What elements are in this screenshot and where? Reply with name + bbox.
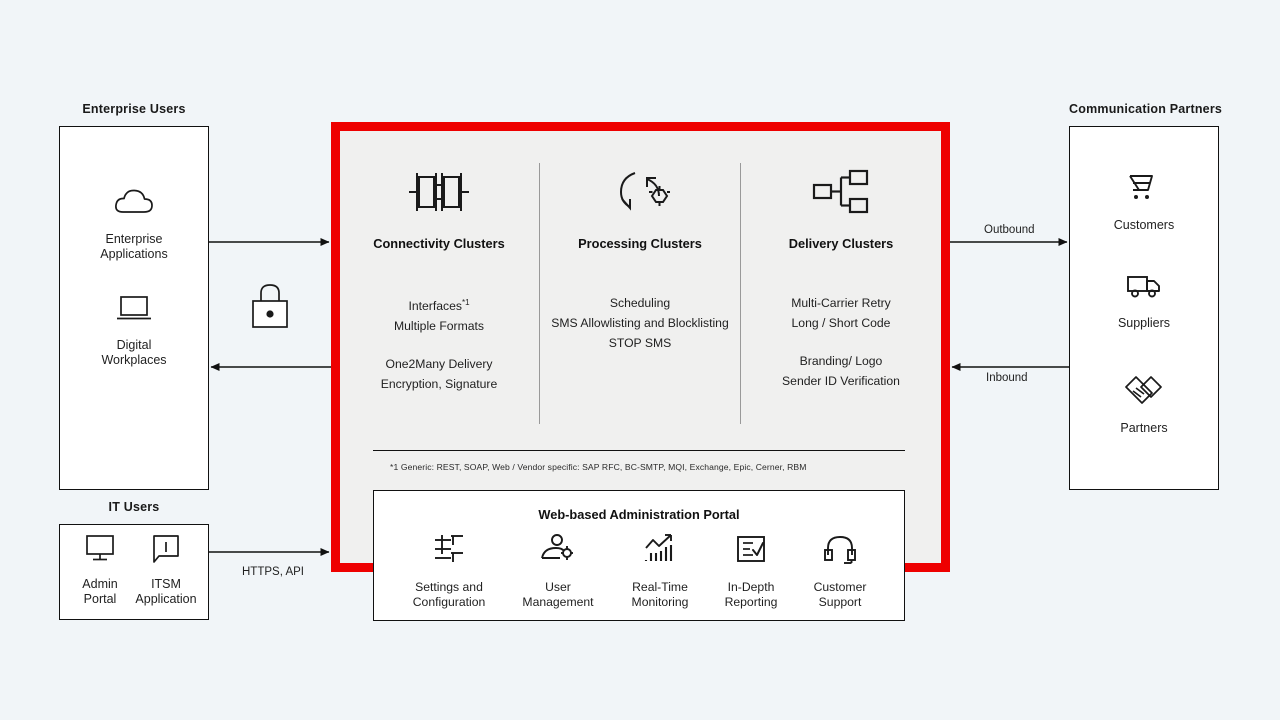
headset-icon xyxy=(785,531,895,572)
entity-label: Partners xyxy=(1120,421,1168,435)
cluster-separator-2 xyxy=(740,163,741,424)
entity-label: Digital Workplaces xyxy=(101,338,167,367)
entity-enterprise-applications: Enterprise Applications xyxy=(69,186,199,262)
portal-item-label: Customer Support xyxy=(813,580,867,609)
cluster-line: STOP SMS xyxy=(608,336,672,350)
portal-item-label: Settings and Configuration xyxy=(412,580,486,609)
entity-admin-portal: Admin Portal xyxy=(35,533,165,607)
cluster-line: SMS Allowlisting and Blocklisting xyxy=(551,316,729,330)
cluster-delivery: Delivery Clusters Multi-Carrier Retry Lo… xyxy=(741,165,941,391)
portal-item-user-management[interactable]: User Management xyxy=(503,531,613,610)
process-cycle-gear-icon xyxy=(540,165,740,224)
portal-item-monitoring[interactable]: Real-Time Monitoring xyxy=(605,531,715,610)
laptop-icon xyxy=(69,292,199,331)
entity-partners: Partners xyxy=(1079,373,1209,436)
entity-label: Suppliers xyxy=(1117,316,1171,330)
cluster-line: Multi-Carrier Retry xyxy=(791,296,891,310)
cluster-separator-1 xyxy=(539,163,540,424)
cluster-line: One2Many Delivery xyxy=(385,357,493,372)
handshake-icon xyxy=(1079,373,1209,414)
cluster-line: Long / Short Code xyxy=(791,316,891,330)
cluster-line: Multiple Formats xyxy=(393,319,485,334)
portal-item-customer-support[interactable]: Customer Support xyxy=(785,531,895,610)
outbound-label: Outbound xyxy=(984,224,1035,236)
portal-item-label: User Management xyxy=(522,580,594,609)
report-checklist-icon xyxy=(696,531,806,572)
cluster-line: Scheduling xyxy=(609,296,671,310)
spacer xyxy=(339,336,539,354)
cluster-line: Encryption, Signature xyxy=(380,377,498,392)
portal-item-reporting[interactable]: In-Depth Reporting xyxy=(696,531,806,610)
entity-label: ITSM Application xyxy=(135,577,197,606)
spacer xyxy=(741,333,941,351)
chart-bars-trend-icon xyxy=(605,531,715,572)
padlock-icon xyxy=(248,280,292,333)
connector-plugs-icon xyxy=(339,165,539,224)
cluster-line: Sender ID Verification xyxy=(782,374,900,388)
portal-item-label: Real-Time Monitoring xyxy=(631,580,689,609)
cluster-line: Interfaces*1 xyxy=(408,298,470,314)
cluster-line: Branding/ Logo xyxy=(799,354,883,368)
interfaces-footnote: *1 Generic: REST, SOAP, Web / Vendor spe… xyxy=(390,462,807,472)
entity-label: Customers xyxy=(1113,218,1175,232)
portal-item-settings[interactable]: Settings and Configuration xyxy=(394,531,504,610)
user-gear-icon xyxy=(503,531,613,572)
entity-label: Enterprise Applications xyxy=(100,232,168,261)
enterprise-users-caption: Enterprise Users xyxy=(82,102,186,116)
distribution-tree-icon xyxy=(741,165,941,224)
cluster-title: Connectivity Clusters xyxy=(373,236,505,251)
communication-partners-caption: Communication Partners xyxy=(1069,102,1223,116)
monitor-icon xyxy=(35,533,165,570)
cluster-connectivity: Connectivity Clusters Interfaces*1 Multi… xyxy=(339,165,539,394)
shopping-cart-icon xyxy=(1079,170,1209,211)
cluster-title: Delivery Clusters xyxy=(788,236,894,251)
https-api-label: HTTPS, API xyxy=(242,566,304,578)
delivery-truck-icon xyxy=(1079,270,1209,309)
cluster-detail-lines: Multi-Carrier Retry Long / Short Code Br… xyxy=(741,293,941,391)
cluster-detail-lines: Interfaces*1 Multiple Formats One2Many D… xyxy=(339,293,539,394)
entity-suppliers: Suppliers xyxy=(1079,270,1209,331)
inbound-label: Inbound xyxy=(986,372,1028,384)
communication-partners-box xyxy=(1069,126,1219,490)
it-users-box xyxy=(59,524,209,620)
it-users-caption: IT Users xyxy=(108,500,160,514)
entity-customers: Customers xyxy=(1079,170,1209,233)
info-bubble-icon xyxy=(101,533,231,570)
sliders-settings-icon xyxy=(394,531,504,572)
cluster-detail-lines: Scheduling SMS Allowlisting and Blocklis… xyxy=(540,293,740,353)
cluster-processing: Processing Clusters Scheduling SMS Allow… xyxy=(540,165,740,353)
enterprise-users-box xyxy=(59,126,209,490)
entity-digital-workplaces: Digital Workplaces xyxy=(69,292,199,368)
admin-portal-title: Web-based Administration Portal xyxy=(538,507,740,522)
cloud-icon xyxy=(69,186,199,225)
admin-portal-box: Web-based Administration Portal xyxy=(373,490,905,621)
footnote-divider xyxy=(373,450,905,452)
portal-item-label: In-Depth Reporting xyxy=(724,580,778,609)
cluster-title: Processing Clusters xyxy=(578,236,702,251)
entity-itsm-application: ITSM Application xyxy=(101,533,231,607)
entity-label: Admin Portal xyxy=(82,577,118,606)
